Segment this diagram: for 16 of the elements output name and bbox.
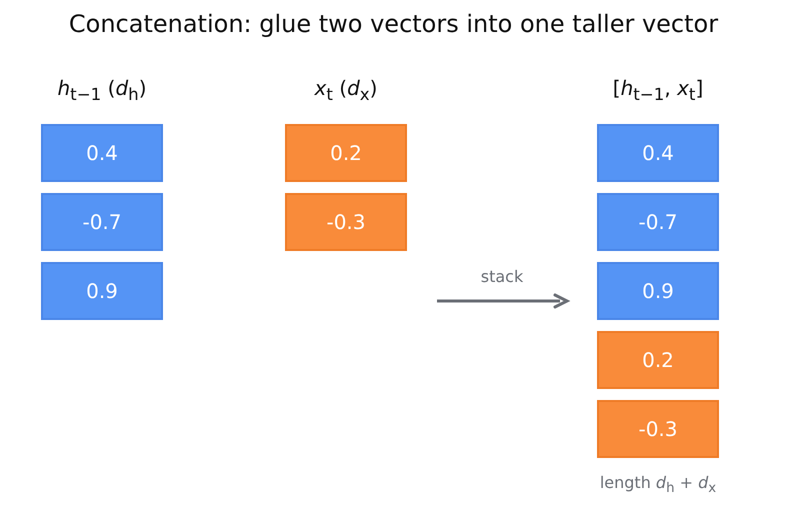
- vector-cell: 0.2: [597, 331, 719, 389]
- vector-cell: 0.4: [41, 124, 163, 182]
- vector-cell: 0.9: [41, 262, 163, 320]
- vector-cell: -0.7: [597, 193, 719, 251]
- vector-cell: -0.3: [597, 400, 719, 458]
- arrow-label: stack: [480, 267, 524, 286]
- column-heading: [h$_{t−1}$, x$_{t}$]: [612, 76, 704, 104]
- vector-cell: 0.9: [597, 262, 719, 320]
- vector-cell: 0.4: [597, 124, 719, 182]
- vector-cell: -0.3: [285, 193, 407, 251]
- length-note: length d$_{h}$ + d$_{x}$: [600, 473, 716, 496]
- column-heading: h$_{t−1}$ (d$_{h}$): [57, 76, 147, 104]
- vector-cell: 0.2: [285, 124, 407, 182]
- vector-cell: -0.7: [41, 193, 163, 251]
- column-heading: x$_{t}$ (d$_{x}$): [314, 76, 378, 104]
- diagram-title: Concatenation: glue two vectors into one taller vector: [68, 10, 718, 38]
